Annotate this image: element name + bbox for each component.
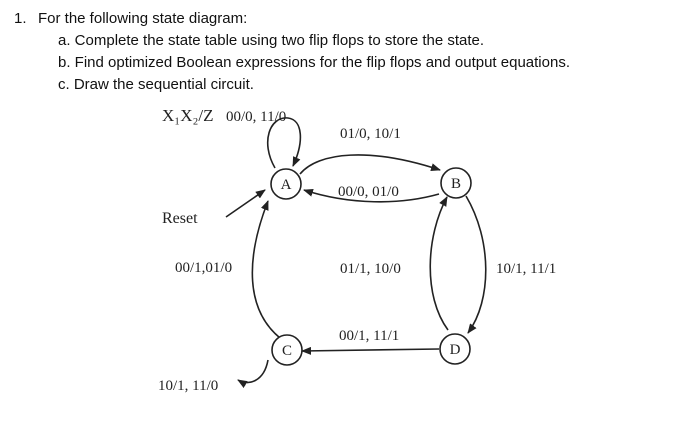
state-c-label: C (282, 343, 292, 359)
label-b-to-d: 10/1, 11/1 (496, 261, 556, 277)
label-c-self-loop: 10/1, 11/0 (158, 378, 218, 394)
label-d-to-b: 01/1, 10/0 (340, 261, 401, 277)
self-loop-a (266, 117, 302, 169)
label-b-to-a: 00/0, 01/0 (338, 184, 399, 200)
question-part-a: a. Complete the state table using two fl… (58, 32, 485, 49)
reset-label: Reset (162, 210, 198, 227)
state-c: C (271, 334, 303, 366)
transition-b-to-d (465, 195, 487, 334)
state-d: D (439, 333, 471, 365)
transition-a-to-b (299, 154, 441, 175)
label-a-self-loop: 00/0, 11/0 (226, 109, 286, 125)
reset-arrow (225, 189, 266, 218)
transition-b-to-a (303, 188, 440, 203)
transition-c-to-a (251, 200, 281, 339)
label-a-to-b: 01/0, 10/1 (340, 126, 401, 142)
transition-d-to-c (301, 346, 440, 355)
question-part-b: b. Find optimized Boolean expressions fo… (58, 54, 570, 71)
transition-d-to-b (429, 196, 449, 331)
question-part-c: c. Draw the sequential circuit. (58, 76, 254, 93)
state-b: B (440, 167, 472, 199)
label-c-to-a: 00/1,01/0 (175, 260, 232, 276)
state-b-label: B (451, 176, 461, 192)
self-loop-c (237, 359, 269, 389)
question-prompt: For the following state diagram: (38, 10, 248, 27)
legend-variables: X₁X₂/Z (162, 106, 214, 125)
state-a-label: A (281, 177, 292, 193)
state-d-label: D (450, 342, 461, 358)
question-number: 1. (14, 10, 27, 27)
label-d-to-c: 00/1, 11/1 (339, 328, 399, 344)
state-a: A (270, 168, 302, 200)
